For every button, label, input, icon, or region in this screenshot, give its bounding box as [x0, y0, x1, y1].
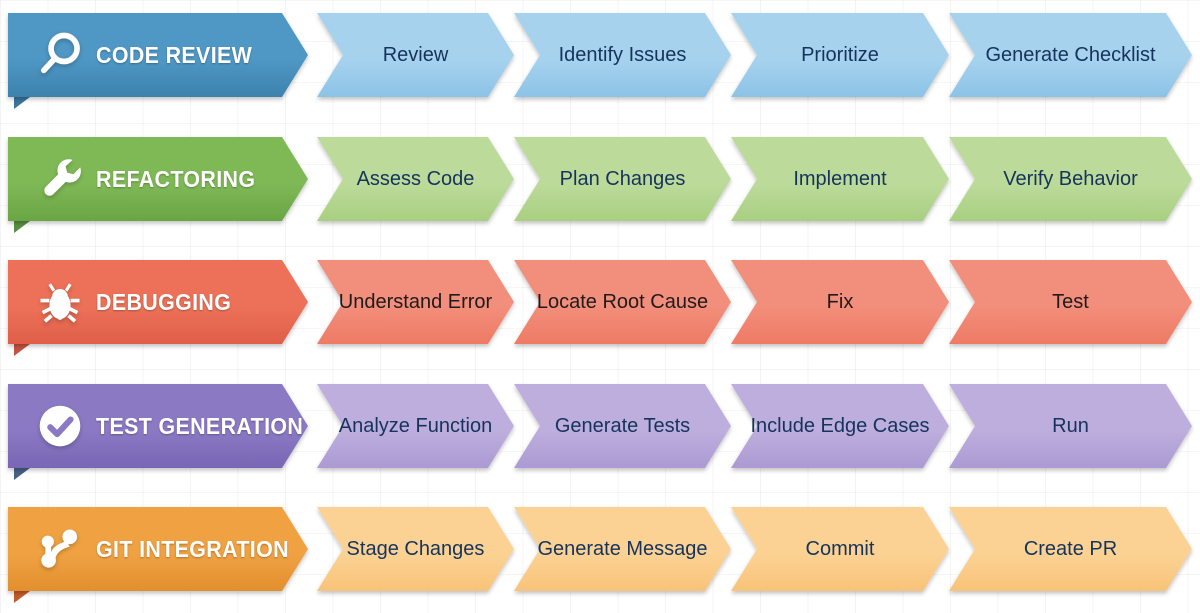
step-2[interactable]: Locate Root Cause	[514, 260, 731, 344]
row-shapes	[8, 260, 1192, 356]
step-4[interactable]: Create PR	[949, 507, 1192, 591]
row-header-shape[interactable]	[8, 13, 308, 97]
step-label: Implement	[793, 167, 887, 190]
row-shapes	[8, 137, 1192, 233]
step-label: Create PR	[1023, 537, 1118, 560]
step-label: Generate Message	[537, 537, 708, 560]
step-shape-1[interactable]	[317, 260, 514, 344]
step-4[interactable]: Verify Behavior	[949, 137, 1192, 221]
row-shapes	[8, 384, 1192, 480]
step-shape-1[interactable]	[317, 384, 514, 468]
step-2[interactable]: Generate Message	[514, 507, 731, 591]
step-shape-4[interactable]	[949, 260, 1192, 344]
row-header-label: TEST GENERATION	[96, 412, 304, 439]
row-header-label: GIT INTEGRATION	[96, 535, 289, 562]
row-header-shape[interactable]	[8, 384, 308, 468]
step-shape-3[interactable]	[731, 384, 949, 468]
step-label: Stage Changes	[346, 537, 485, 560]
step-shape-4[interactable]	[949, 507, 1192, 591]
step-4[interactable]: Generate Checklist	[949, 13, 1192, 97]
workflow-row-debugging: DEBUGGING Understand Error Locate Root Cau…	[8, 260, 1192, 356]
row-header-label: REFACTORING	[96, 165, 256, 192]
step-label: Understand Error	[338, 290, 493, 313]
step-label: Commit	[805, 537, 875, 560]
wrench-icon	[32, 151, 88, 207]
step-label: Assess Code	[356, 167, 475, 190]
step-1[interactable]: Analyze Function	[317, 384, 514, 468]
step-1[interactable]: Stage Changes	[317, 507, 514, 591]
step-label: Test	[1052, 290, 1089, 313]
row-header-label: CODE REVIEW	[96, 41, 253, 68]
step-1[interactable]: Understand Error	[317, 260, 514, 344]
step-2[interactable]: Generate Tests	[514, 384, 731, 468]
step-shape-4[interactable]	[949, 13, 1192, 97]
step-label: Analyze Function	[338, 414, 493, 437]
workflow-row-git-integration: GIT INTEGRATION Stage Changes Generate Mes…	[8, 507, 1192, 603]
step-label: Verify Behavior	[1003, 167, 1138, 190]
row-header-shape[interactable]	[8, 137, 308, 221]
step-shape-2[interactable]	[514, 260, 731, 344]
step-shape-2[interactable]	[514, 13, 731, 97]
step-label: Locate Root Cause	[536, 290, 709, 313]
row-shapes	[8, 13, 1192, 109]
step-label: Review	[382, 43, 449, 66]
step-label: Fix	[826, 290, 854, 313]
step-shape-4[interactable]	[949, 137, 1192, 221]
workflow-row-refactoring: REFACTORING Assess Code Plan Changes Implem…	[8, 137, 1192, 233]
step-label: Prioritize	[801, 43, 879, 66]
bug-icon	[32, 274, 88, 330]
step-3[interactable]: Implement	[731, 137, 949, 221]
step-shape-3[interactable]	[731, 137, 949, 221]
step-4[interactable]: Test	[949, 260, 1192, 344]
step-shape-1[interactable]	[317, 137, 514, 221]
step-2[interactable]: Identify Issues	[514, 13, 731, 97]
step-shape-1[interactable]	[317, 13, 514, 97]
check-circle-icon	[32, 398, 88, 454]
step-shape-2[interactable]	[514, 137, 731, 221]
step-label: Identify Issues	[558, 43, 687, 66]
step-3[interactable]: Commit	[731, 507, 949, 591]
step-label: Run	[1052, 414, 1089, 437]
step-shape-3[interactable]	[731, 260, 949, 344]
step-shape-2[interactable]	[514, 507, 731, 591]
step-3[interactable]: Include Edge Cases	[731, 384, 949, 468]
step-shape-3[interactable]	[731, 507, 949, 591]
git-branch-icon	[32, 521, 88, 577]
step-1[interactable]: Assess Code	[317, 137, 514, 221]
step-shape-3[interactable]	[731, 13, 949, 97]
step-label: Plan Changes	[559, 167, 686, 190]
row-shapes	[8, 507, 1192, 603]
step-shape-2[interactable]	[514, 384, 731, 468]
row-header-shape[interactable]	[8, 507, 308, 591]
step-label: Include Edge Cases	[750, 414, 930, 437]
row-header-label: DEBUGGING	[96, 288, 232, 315]
workflow-row-code-review: CODE REVIEW Review Identify Issues Prioriti…	[8, 13, 1192, 109]
row-header-shape[interactable]	[8, 260, 308, 344]
step-shape-4[interactable]	[949, 384, 1192, 468]
step-3[interactable]: Prioritize	[731, 13, 949, 97]
step-4[interactable]: Run	[949, 384, 1192, 468]
step-1[interactable]: Review	[317, 13, 514, 97]
workflow-row-test-generation: TEST GENERATION Analyze Function Generate …	[8, 384, 1192, 480]
step-3[interactable]: Fix	[731, 260, 949, 344]
step-label: Generate Checklist	[985, 43, 1156, 66]
step-2[interactable]: Plan Changes	[514, 137, 731, 221]
magnifier-icon	[32, 27, 88, 83]
step-label: Generate Tests	[554, 414, 691, 437]
step-shape-1[interactable]	[317, 507, 514, 591]
